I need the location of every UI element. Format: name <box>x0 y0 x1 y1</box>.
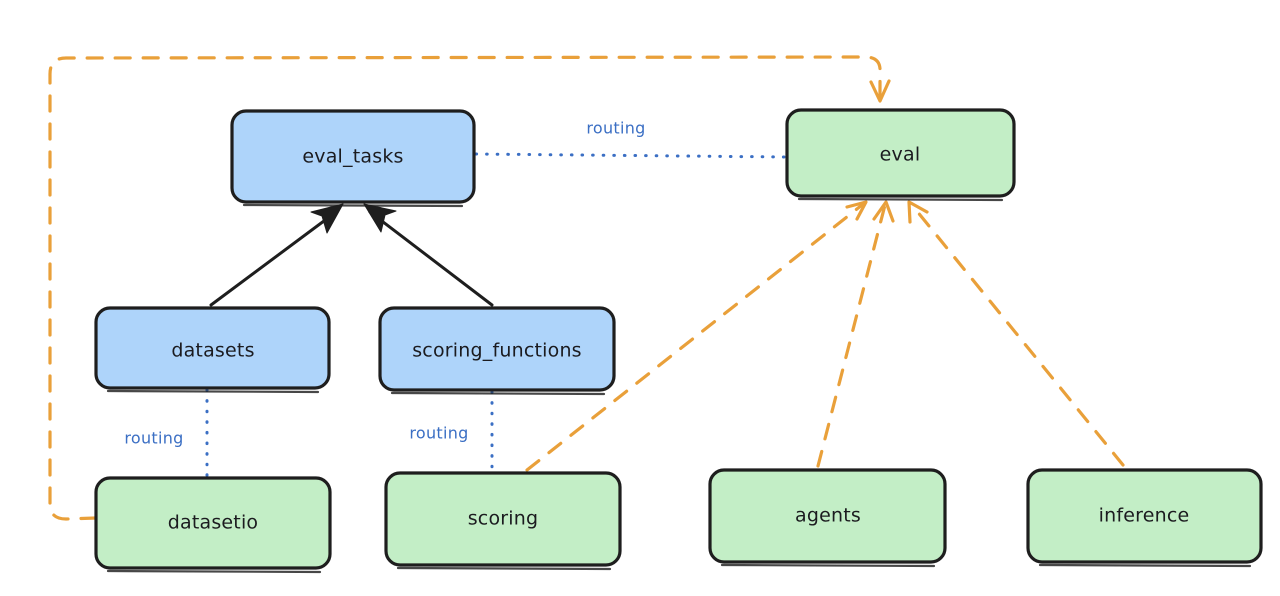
edge-datasets-evaltasks <box>209 203 344 307</box>
node-scoring-box <box>384 471 622 567</box>
edge-datasetio-eval-arrowhead <box>869 79 891 103</box>
edge-datasetio-eval-line <box>48 55 882 521</box>
edge-scoring-eval-line <box>525 203 864 472</box>
node-scoring-functions-box <box>378 306 616 392</box>
edge-scoringfunctions-evaltasks-line <box>368 210 494 307</box>
node-eval-label: eval <box>880 144 921 166</box>
node-inference-shadow <box>1038 563 1252 568</box>
node-inference[interactable]: inference <box>1026 468 1263 568</box>
composition-edges <box>209 203 494 307</box>
node-datasets[interactable]: datasets <box>94 306 331 394</box>
edge-scoringfunctions-evaltasks <box>363 203 494 307</box>
edge-evaltasks-eval-line <box>474 152 788 159</box>
node-inference-label: inference <box>1099 505 1190 527</box>
node-datasets-shadow <box>106 389 320 394</box>
edge-label-routing-top: routing <box>586 119 645 138</box>
edge-inference-eval-arrowhead <box>907 200 929 224</box>
node-scoring-functions[interactable]: scoring_functions <box>378 306 616 396</box>
node-datasetio-shadow <box>106 569 322 574</box>
edge-datasets-evaltasks-arrowhead <box>310 203 344 234</box>
edge-agents-eval <box>816 200 895 468</box>
node-scoring-functions-label: scoring_functions <box>412 340 582 362</box>
node-datasetio-box <box>94 476 332 570</box>
edge-label-routing-left: routing <box>124 429 183 448</box>
edge-inference-eval-line <box>910 203 1125 467</box>
node-eval-box <box>785 108 1016 198</box>
dependency-edges <box>48 55 1125 521</box>
node-agents-label: agents <box>795 505 861 527</box>
node-scoring-shadow <box>396 566 612 571</box>
node-datasets-box <box>94 306 331 390</box>
edge-label-routing-middle: routing <box>409 424 468 443</box>
node-eval-shadow <box>797 197 1004 202</box>
node-eval[interactable]: eval <box>785 108 1016 202</box>
node-eval-tasks[interactable]: eval_tasks <box>230 109 476 208</box>
node-scoring[interactable]: scoring <box>384 471 622 571</box>
edge-agents-eval-line <box>816 203 887 468</box>
node-scoring-label: scoring <box>468 508 539 530</box>
edge-datasetio-eval <box>48 55 891 521</box>
node-scoring-functions-shadow <box>390 391 606 396</box>
edge-inference-eval <box>907 200 1125 467</box>
edge-agents-eval-arrowhead <box>872 200 895 223</box>
node-agents-shadow <box>720 563 936 568</box>
edge-datasets-evaltasks-line <box>209 210 338 307</box>
edge-scoring-eval <box>525 200 868 472</box>
edge-labels: routing routing routing <box>124 119 645 448</box>
node-inference-box <box>1026 468 1263 564</box>
node-agents-box <box>708 468 947 564</box>
node-eval-tasks-shadow <box>242 203 464 208</box>
routing-edges <box>205 152 788 479</box>
node-agents[interactable]: agents <box>708 468 947 568</box>
node-eval-tasks-label: eval_tasks <box>302 146 403 168</box>
node-datasetio[interactable]: datasetio <box>94 476 332 574</box>
node-datasetio-label: datasetio <box>168 512 259 534</box>
node-eval-tasks-box <box>230 109 476 204</box>
edge-scoring-eval-arrowhead <box>845 200 868 221</box>
nodes: eval_tasks eval datasets scoring_functio… <box>94 108 1263 574</box>
node-datasets-label: datasets <box>171 340 254 362</box>
